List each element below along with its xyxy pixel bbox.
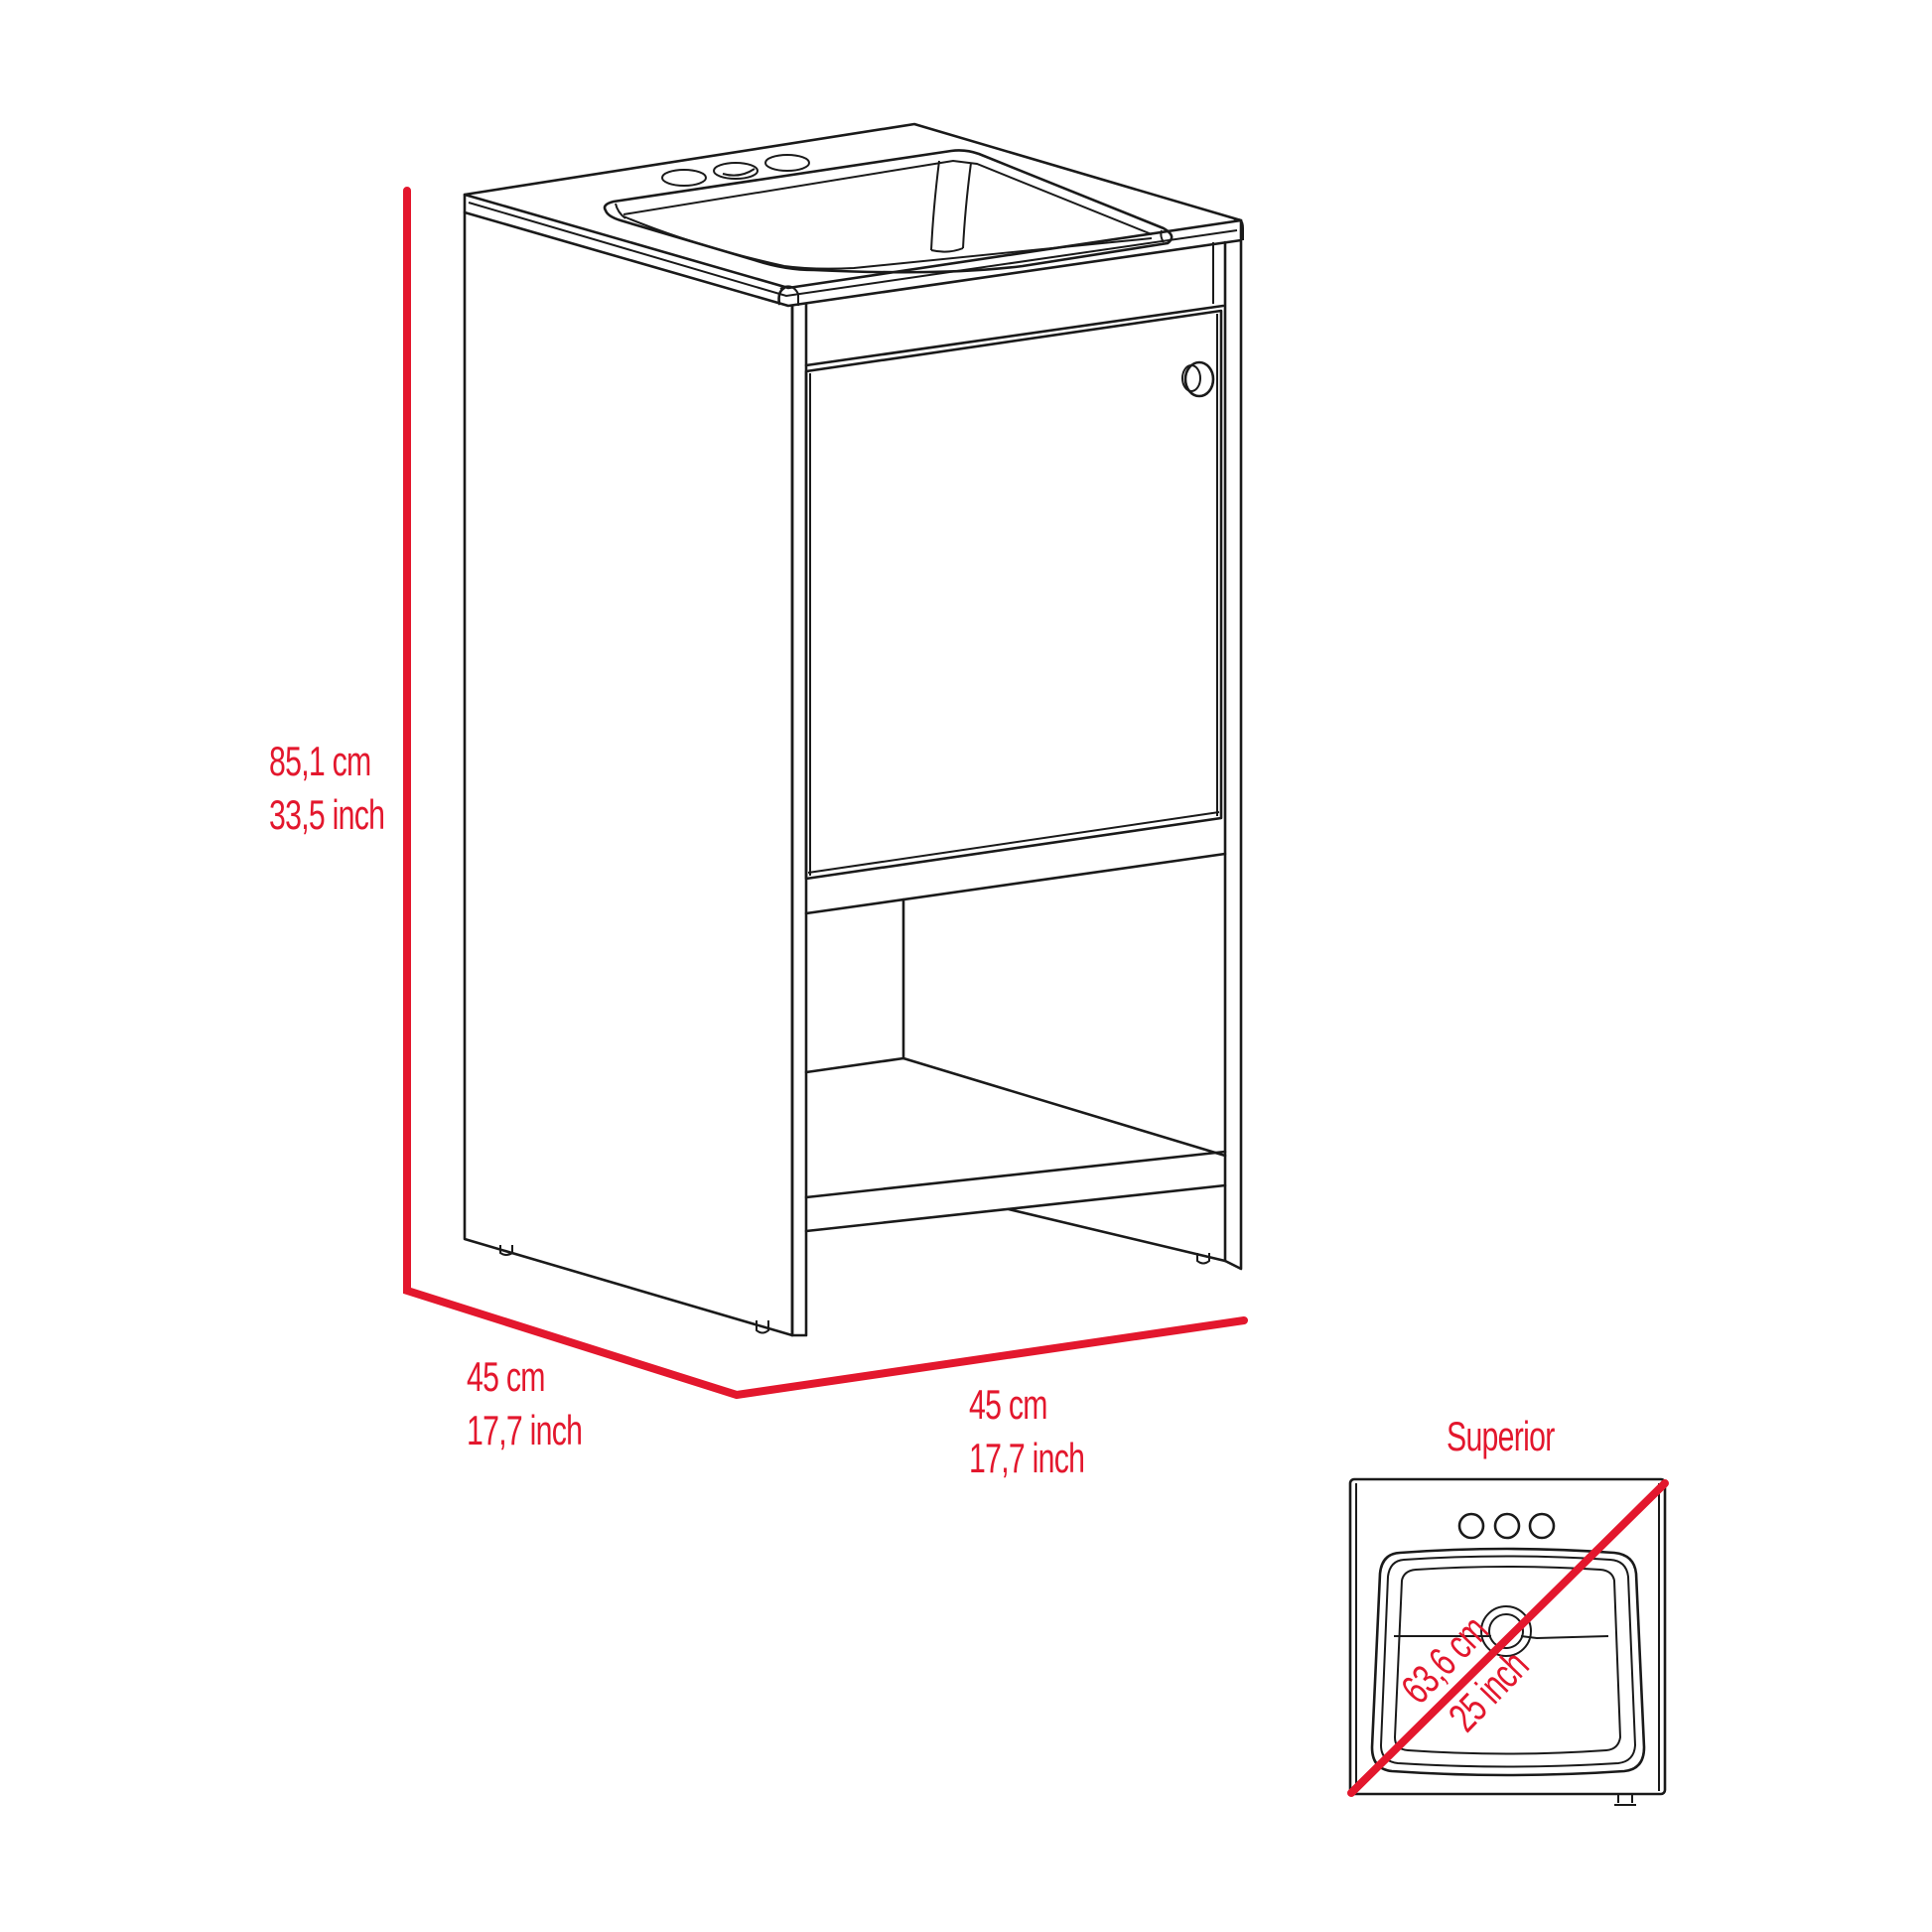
top-view-outline [1348,1477,1667,1796]
right-side-panel [1196,238,1243,1271]
top-view [1347,1477,1669,1806]
dimension-line-height-depth-width [403,187,1248,1400]
front-panel-edge [790,302,808,1337]
vanity-cabinet [463,122,1244,1337]
top-hole-center-icon [1493,1512,1521,1540]
diagonal-dimension-line [1347,1479,1669,1797]
depth-cm: 45 cm [467,1353,545,1400]
faucet-hole-center-icon [713,162,759,180]
height-inch: 33,5 inch [269,791,385,838]
top-view-title-text: Superior [1447,1413,1555,1459]
cabinet-door [804,309,1223,881]
dimension-lines [403,187,1248,1400]
faucet-hole-right-icon [764,154,810,172]
right-foot-icon [1196,1253,1210,1265]
countertop [463,122,1244,308]
width-cm: 45 cm [969,1381,1047,1428]
width-label: 45 cm 17,7 inch [969,1378,1129,1485]
top-hole-left-icon [1457,1512,1485,1540]
divider-rail [804,852,1227,915]
sink-basin [603,149,1173,274]
open-shelf [804,897,1227,1263]
faucet-hole-left-icon [661,169,707,187]
door-knob-icon [1181,360,1215,398]
depth-inch: 17,7 inch [467,1407,583,1453]
height-cm: 85,1 cm [269,738,371,784]
depth-label: 45 cm 17,7 inch [467,1350,626,1457]
top-hole-right-icon [1528,1512,1556,1540]
faucet-holes [661,154,810,187]
top-view-title: Superior [1447,1410,1596,1463]
height-label: 85,1 cm 33,5 inch [269,735,429,842]
drain-icon [1480,1605,1532,1657]
left-side-panel [463,210,794,1337]
top-view-foot-icon [1614,1795,1636,1806]
top-rail [804,304,1225,367]
width-inch: 17,7 inch [969,1435,1085,1481]
